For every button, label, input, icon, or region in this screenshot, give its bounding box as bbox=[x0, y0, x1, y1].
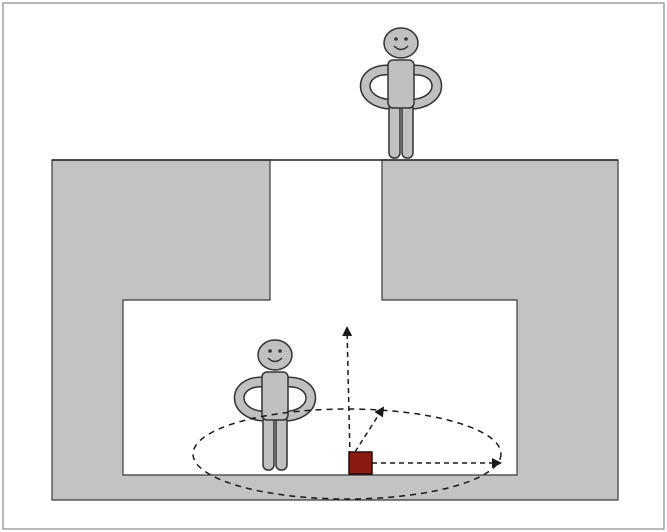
range-ellipse bbox=[192, 408, 502, 500]
square-device-icon bbox=[348, 451, 373, 475]
person-icon bbox=[359, 27, 443, 159]
person-above-ground bbox=[359, 27, 443, 159]
person-icon bbox=[233, 339, 317, 471]
transmitter-device bbox=[348, 451, 373, 475]
person-underground bbox=[233, 339, 317, 471]
underground-walls bbox=[51, 159, 619, 501]
arrow-up bbox=[342, 326, 353, 457]
